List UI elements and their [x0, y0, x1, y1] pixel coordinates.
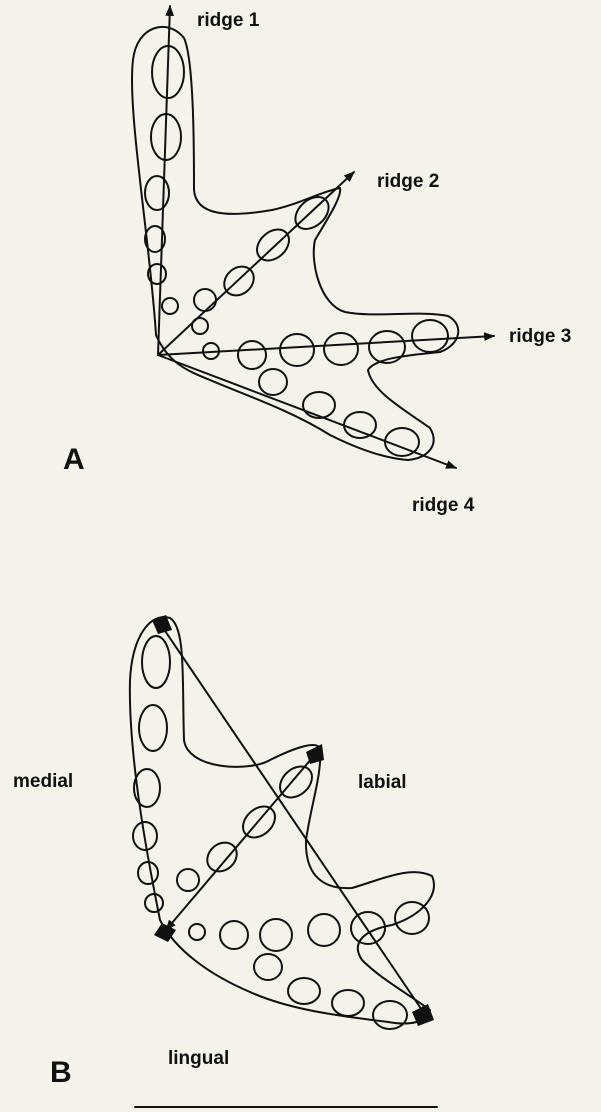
panel-a: ridge 1 ridge 2 ridge 3 ridge 4 A — [63, 6, 571, 516]
medial-to-lingual-line — [159, 622, 426, 1016]
ridge-2-label: ridge 2 — [377, 171, 439, 192]
ridge-4-arrow — [158, 355, 456, 468]
panel-a-letter: A — [63, 443, 85, 476]
panel-b-letter: B — [50, 1056, 72, 1089]
ridge-1-label: ridge 1 — [197, 10, 260, 31]
panel-a-pad-outline — [132, 27, 458, 460]
ridge-3-label: ridge 3 — [509, 326, 571, 347]
ridge-2-arrow — [158, 172, 354, 355]
labial-label: labial — [358, 772, 407, 793]
ridge-3-cups — [203, 320, 448, 369]
medial-label: medial — [13, 771, 73, 792]
panel-b: medial labial lingual B — [13, 615, 434, 1089]
ridge-4-label: ridge 4 — [412, 495, 475, 516]
panel-b-cups — [133, 636, 429, 1029]
ridge-1-arrow — [158, 6, 170, 355]
medial-to-labial-line — [166, 751, 318, 930]
ridge-4-cups — [259, 369, 419, 456]
lingual-label: lingual — [168, 1048, 229, 1069]
